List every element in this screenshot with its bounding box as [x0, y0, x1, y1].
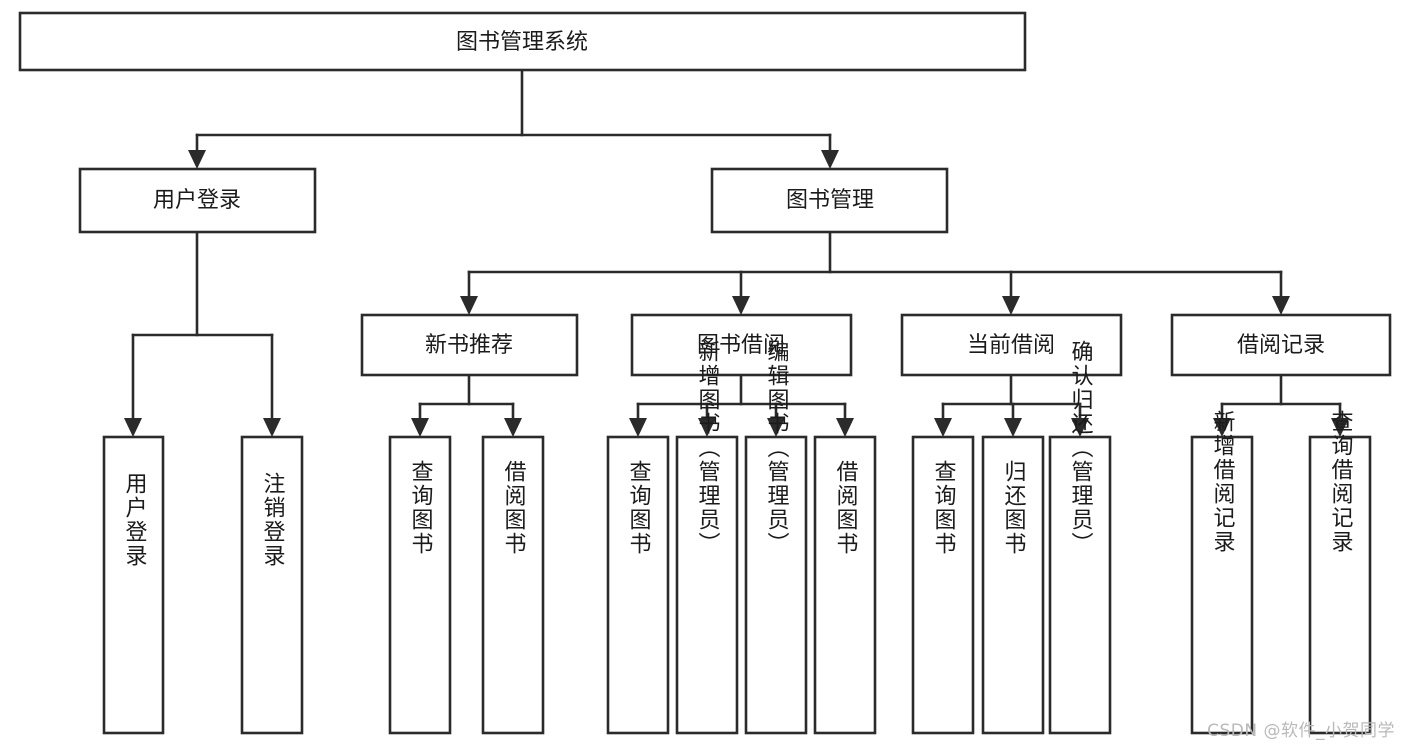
leaf-bb-borrow-book-box[interactable]: [813, 435, 877, 735]
arrow-br-leaf1: [1213, 418, 1231, 437]
node-current-borrow-label: 当前借阅: [967, 333, 1055, 358]
leaf-nb-query-book[interactable]: 查询图书: [388, 435, 452, 735]
arrow-br-leaf2: [1331, 418, 1349, 437]
leaf-bb-add-book-box[interactable]: [675, 435, 739, 735]
arrow-book-borrow: [732, 296, 750, 315]
leaf-br-add-record-box[interactable]: [1190, 435, 1254, 735]
leaf-br-query-record-box[interactable]: [1308, 435, 1372, 735]
leaf-cb-return-book-label: 归还图书: [1001, 460, 1027, 556]
node-book-borrow[interactable]: 图书借阅: [630, 313, 853, 377]
leaf-bb-add-book[interactable]: 新增图书（管理员）: [675, 340, 739, 735]
node-book-manage[interactable]: 图书管理: [710, 167, 949, 234]
leaf-cb-confirm-return-box[interactable]: [1048, 435, 1112, 735]
arrow-current-borrow: [1002, 296, 1020, 315]
arrow-leaf-logout: [263, 418, 281, 437]
leaf-nb-borrow-book[interactable]: 借阅图书: [481, 435, 545, 735]
leaf-bb-query-book[interactable]: 查询图书: [606, 435, 670, 735]
leaf-br-query-record-label: 查询借阅记录: [1328, 410, 1354, 554]
leaf-logout-label: 注销登录: [260, 472, 286, 568]
leaf-cb-confirm-return-label: 确认归还（管理员）: [1068, 340, 1094, 556]
arrow-cb-leaf3: [1071, 418, 1089, 437]
leaf-nb-borrow-book-label: 借阅图书: [501, 460, 527, 556]
leaf-bb-borrow-book[interactable]: 借阅图书: [813, 435, 877, 735]
arrow-cb-leaf2: [1004, 418, 1022, 437]
leaf-cb-query-book-box[interactable]: [911, 435, 975, 735]
arrow-user-login: [188, 150, 206, 169]
node-current-borrow-box[interactable]: [900, 313, 1123, 377]
arrow-bb-leaf4: [836, 418, 854, 437]
node-book-manage-label: 图书管理: [786, 188, 874, 213]
node-current-borrow[interactable]: 当前借阅: [900, 313, 1123, 377]
arrow-bb-leaf3: [767, 418, 785, 437]
leaf-cb-query-book-label: 查询图书: [931, 460, 957, 556]
leaf-bb-borrow-book-label: 借阅图书: [833, 460, 859, 556]
leaf-br-query-record[interactable]: 查询借阅记录: [1308, 410, 1372, 735]
node-new-book-recommend-box[interactable]: [360, 313, 579, 377]
leaf-nb-borrow-book-box[interactable]: [481, 435, 545, 735]
csdn-watermark: CSDN @软件_小贺同学: [1207, 721, 1395, 741]
node-user-login-label: 用户登录: [153, 188, 241, 213]
edges-layer: [124, 68, 1349, 437]
leaf-logout[interactable]: 注销登录: [240, 435, 304, 735]
leaf-cb-return-book-box[interactable]: [981, 435, 1045, 735]
node-book-manage-box[interactable]: [710, 167, 949, 234]
node-root-label: 图书管理系统: [456, 30, 588, 55]
node-user-login-box[interactable]: [78, 167, 317, 234]
node-borrow-record-box[interactable]: [1170, 313, 1392, 377]
arrow-book-manage: [821, 150, 839, 169]
leaf-nb-query-book-box[interactable]: [388, 435, 452, 735]
leaf-br-add-record-label: 新增借阅记录: [1210, 410, 1236, 554]
node-borrow-record[interactable]: 借阅记录: [1170, 313, 1392, 377]
node-root-box[interactable]: [18, 11, 1027, 72]
leaf-cb-confirm-return[interactable]: 确认归还（管理员）: [1048, 340, 1112, 735]
leaf-nb-query-book-label: 查询图书: [408, 460, 434, 556]
arrow-nb-leaf1: [411, 418, 429, 437]
leaf-user-login[interactable]: 用户登录: [102, 435, 165, 735]
node-borrow-record-label: 借阅记录: [1237, 333, 1325, 358]
leaf-user-login-box[interactable]: [102, 435, 165, 735]
leaf-cb-return-book[interactable]: 归还图书: [981, 435, 1045, 735]
leaf-user-login-label: 用户登录: [122, 472, 148, 568]
node-root[interactable]: 图书管理系统: [18, 11, 1027, 72]
leaf-cb-query-book[interactable]: 查询图书: [911, 435, 975, 735]
arrow-bb-leaf1: [629, 418, 647, 437]
node-book-borrow-label: 图书借阅: [697, 333, 785, 358]
leaf-logout-box[interactable]: [240, 435, 304, 735]
leaf-bb-query-book-label: 查询图书: [626, 460, 652, 556]
leaf-bb-add-book-label: 新增图书（管理员）: [695, 340, 721, 556]
leaf-bb-query-book-box[interactable]: [606, 435, 670, 735]
leaf-bb-edit-book-label: 编辑图书（管理员）: [764, 340, 790, 556]
leaf-bb-edit-book[interactable]: 编辑图书（管理员）: [744, 340, 808, 735]
arrow-cb-leaf1: [934, 418, 952, 437]
arrow-borrow-record: [1272, 296, 1290, 315]
arrow-leaf-user-login: [124, 418, 142, 437]
leaf-bb-edit-book-box[interactable]: [744, 435, 808, 735]
node-book-borrow-box[interactable]: [630, 313, 853, 377]
node-new-book-recommend-label: 新书推荐: [425, 333, 513, 358]
arrow-new-book: [460, 296, 478, 315]
leaf-br-add-record[interactable]: 新增借阅记录: [1190, 410, 1254, 735]
node-new-book-recommend[interactable]: 新书推荐: [360, 313, 579, 377]
node-user-login[interactable]: 用户登录: [78, 167, 317, 234]
arrow-nb-leaf2: [504, 418, 522, 437]
arrow-bb-leaf2: [698, 418, 716, 437]
